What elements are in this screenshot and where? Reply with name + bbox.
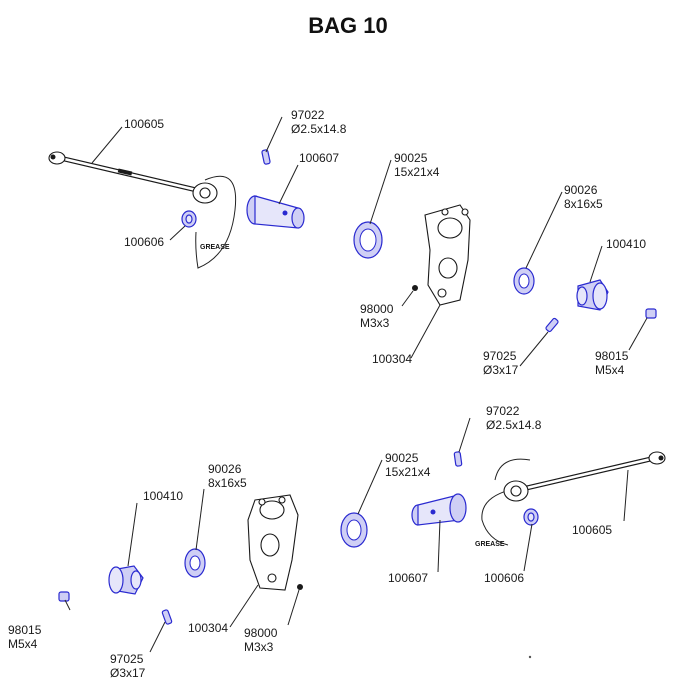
label-98000-code-bottom: 98000 [244, 626, 278, 640]
set-screw-98015-bottom [58, 591, 70, 602]
pin-97025-top [545, 317, 559, 333]
set-screw-98000-bottom [297, 584, 303, 590]
leader-100304-top [410, 304, 441, 359]
label-98015-code-bottom: 98015 [8, 623, 42, 637]
label-100304-top: 100304 [372, 352, 412, 366]
bearing-90026-top [513, 267, 535, 295]
label-97025-size-top: Ø3x17 [483, 363, 519, 377]
hub-carrier-100304-bottom [247, 494, 299, 591]
bearing-90025-top [353, 221, 383, 259]
label-100607-bottom: 100607 [388, 571, 428, 585]
label-100607-top: 100607 [299, 151, 339, 165]
label-97025-code-bottom: 97025 [110, 652, 144, 666]
pin-97022-bottom [453, 451, 463, 467]
leader-97022-top [265, 116, 283, 153]
label-100606-bottom: 100606 [484, 571, 524, 585]
page-title: BAG 10 [308, 13, 387, 38]
set-screw-98015-top [645, 308, 657, 319]
label-90026-size-bottom: 8x16x5 [208, 476, 247, 490]
pin-97025-bottom [161, 609, 173, 625]
leader-98015-bottom [64, 599, 71, 611]
leader-90025-top [369, 159, 392, 225]
cup-100607-top [246, 195, 305, 229]
label-100410-bottom: 100410 [143, 489, 183, 503]
leader-98000-bottom [287, 589, 300, 626]
label-100605-bottom: 100605 [572, 523, 612, 537]
label-98015-size-top: M5x4 [595, 363, 625, 377]
label-100304-bottom: 100304 [188, 621, 228, 635]
label-98015-code-top: 98015 [595, 349, 629, 363]
label-98000-size-top: M3x3 [360, 316, 390, 330]
drive-shaft-bottom [503, 451, 666, 502]
label-97022-size-bottom: Ø2.5x14.8 [486, 418, 542, 432]
leader-100410-top [589, 245, 603, 283]
bearing-90025-bottom [340, 512, 368, 548]
stray-dot [528, 655, 532, 659]
leader-100605-top [91, 126, 123, 164]
label-90025-code-bottom: 90025 [385, 451, 419, 465]
label-grease-bottom: GREASE [475, 541, 505, 548]
leader-98015-top [628, 317, 648, 351]
leader-97025-bottom [149, 621, 166, 653]
label-90026-size-top: 8x16x5 [564, 197, 603, 211]
leader-100410-bottom [127, 502, 138, 567]
label-97022-code-bottom: 97022 [486, 404, 520, 418]
leader-97022-bottom [458, 417, 471, 453]
label-90025-code-top: 90025 [394, 151, 428, 165]
label-97022-code-top: 97022 [291, 108, 325, 122]
label-98000-code-top: 98000 [360, 302, 394, 316]
label-98000-size-bottom: M3x3 [244, 640, 274, 654]
leader-100304-bottom [229, 584, 259, 628]
hex-hub-100410-top [576, 279, 609, 311]
leader-100607-bottom [437, 519, 441, 573]
label-97022-size-top: Ø2.5x14.8 [291, 122, 347, 136]
leader-90026-top [525, 191, 563, 269]
leader-100605-bottom [623, 469, 629, 522]
bearing-90026-bottom [184, 548, 206, 578]
hub-carrier-100304-top [424, 204, 471, 306]
pin-97022-top [261, 149, 271, 165]
grease-path-top [195, 175, 237, 269]
label-100605-top: 100605 [124, 117, 164, 131]
drive-shaft-top [48, 151, 218, 204]
hex-hub-100410-bottom [108, 565, 144, 595]
leader-90026-bottom [195, 488, 205, 551]
label-90026-code-bottom: 90026 [208, 462, 242, 476]
label-98015-size-bottom: M5x4 [8, 637, 38, 651]
label-100410-top: 100410 [606, 237, 646, 251]
leader-90025-bottom [357, 459, 383, 515]
leader-100606-bottom [523, 523, 533, 572]
label-97025-size-bottom: Ø3x17 [110, 666, 146, 680]
set-screw-98000-top [412, 285, 418, 291]
label-grease-top: GREASE [200, 244, 230, 251]
bushing-100606-top [181, 210, 197, 228]
label-90025-size-bottom: 15x21x4 [385, 465, 431, 479]
cup-100607-bottom [411, 493, 467, 526]
leader-100606-top [169, 225, 186, 241]
leader-98000-top [401, 290, 414, 307]
bushing-100606-bottom [523, 508, 539, 526]
leader-100607-top [278, 164, 299, 205]
label-97025-code-top: 97025 [483, 349, 517, 363]
leader-97025-top [519, 331, 549, 367]
grease-path-bottom [481, 458, 531, 546]
label-90026-code-top: 90026 [564, 183, 598, 197]
label-90025-size-top: 15x21x4 [394, 165, 440, 179]
label-100606-top: 100606 [124, 235, 164, 249]
